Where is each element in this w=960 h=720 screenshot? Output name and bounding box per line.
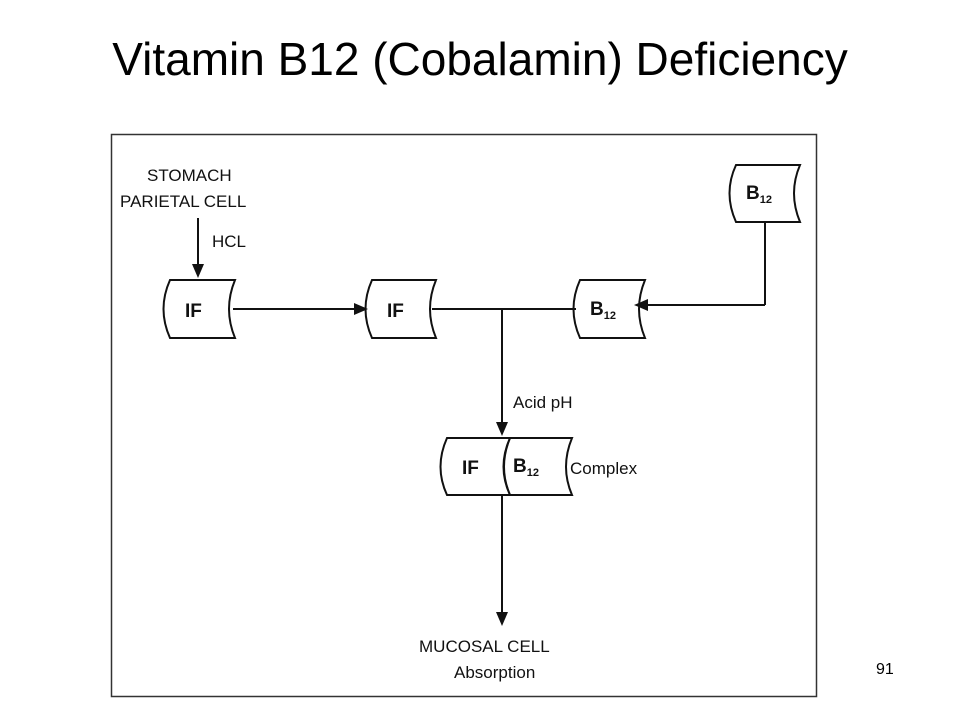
complex-label: Complex	[570, 459, 638, 478]
stomach-label: STOMACH	[147, 166, 232, 185]
if-label-1: IF	[185, 301, 202, 322]
complex-if-label: IF	[462, 458, 479, 479]
b12-capsule-dietary: B12	[728, 164, 802, 223]
if-label-2: IF	[387, 301, 404, 322]
mucosal-cell-label: MUCOSAL CELL	[419, 637, 550, 656]
if-capsule-2: IF	[364, 279, 438, 339]
page-number: 91	[876, 661, 894, 678]
if-transfer-arrow-head	[354, 303, 368, 315]
acid-ph-label: Acid pH	[513, 393, 573, 412]
hcl-label: HCL	[212, 232, 246, 251]
complex-b12-label: B12	[513, 456, 539, 479]
absorption-label: Absorption	[454, 663, 535, 682]
b12-left-arrow-head	[634, 299, 648, 311]
slide-title: Vitamin B12 (Cobalamin) Deficiency	[112, 33, 848, 85]
acid-arrow-head	[496, 422, 508, 436]
if-capsule-1: IF	[162, 279, 237, 339]
b12-label-bound: B12	[590, 299, 616, 322]
parietal-cell-label: PARIETAL CELL	[120, 192, 246, 211]
b12-label-dietary: B12	[746, 183, 772, 206]
hcl-arrow-head	[192, 264, 204, 278]
b12-capsule-bound: B12	[572, 279, 647, 339]
if-b12-complex: IF B12	[439, 437, 574, 496]
absorption-arrow-head	[496, 612, 508, 626]
diagram-frame	[110, 133, 818, 698]
